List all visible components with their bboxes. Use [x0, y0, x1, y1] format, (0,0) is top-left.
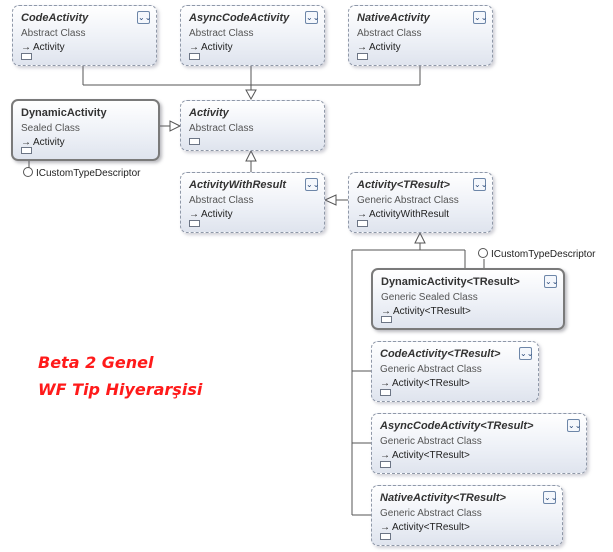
arrow-icon: →	[381, 306, 391, 317]
class-base: →Activity<TResult>	[380, 450, 470, 461]
class-base: →Activity<TResult>	[380, 378, 470, 389]
class-name: NativeActivity	[357, 12, 430, 24]
arrow-icon: →	[189, 42, 199, 53]
annotation-line-1: Beta 2 Genel	[38, 353, 154, 372]
class-native-activity[interactable]: NativeActivity Abstract Class →Activity …	[348, 5, 493, 66]
class-base: →Activity	[21, 137, 65, 148]
class-name: DynamicActivity	[21, 107, 107, 119]
collapse-icon	[21, 53, 32, 60]
class-name: DynamicActivity<TResult>	[381, 276, 520, 288]
class-name: Activity<TResult>	[357, 179, 450, 191]
interface-icon	[478, 248, 488, 258]
chevron-down-icon[interactable]: ⌄⌄	[305, 11, 320, 24]
annotation-line-2: WF Tip Hiyerarşisi	[38, 380, 203, 399]
collapse-icon	[189, 138, 200, 145]
class-stereotype: Generic Abstract Class	[380, 364, 482, 375]
class-base: →Activity	[189, 209, 233, 220]
inherit-arrow-generic	[414, 231, 426, 244]
chevron-down-icon[interactable]: ⌄⌄	[544, 275, 559, 288]
class-base: →Activity	[189, 42, 233, 53]
class-stereotype: Abstract Class	[357, 28, 422, 39]
class-stereotype: Sealed Class	[21, 123, 80, 134]
collapse-icon	[380, 461, 391, 468]
class-name: CodeActivity<TResult>	[380, 348, 501, 360]
class-name: ActivityWithResult	[189, 179, 287, 191]
class-name: NativeActivity<TResult>	[380, 492, 506, 504]
collapse-icon	[189, 220, 200, 227]
class-stereotype: Abstract Class	[21, 28, 86, 39]
chevron-down-icon[interactable]: ⌄⌄	[137, 11, 152, 24]
class-code-activity-tresult[interactable]: CodeActivity<TResult> Generic Abstract C…	[371, 341, 539, 402]
chevron-down-icon[interactable]: ⌄⌄	[473, 11, 488, 24]
arrow-icon: →	[357, 209, 367, 220]
class-activity[interactable]: Activity Abstract Class	[180, 100, 325, 151]
class-async-code-activity[interactable]: AsyncCodeActivity Abstract Class →Activi…	[180, 5, 325, 66]
inherit-arrow-dynamic	[169, 120, 182, 132]
class-stereotype: Generic Abstract Class	[380, 508, 482, 519]
interface-icon	[23, 167, 33, 177]
class-base: →Activity<TResult>	[381, 306, 471, 317]
arrow-icon: →	[21, 137, 31, 148]
chevron-down-icon[interactable]: ⌄⌄	[305, 178, 320, 191]
class-stereotype: Generic Sealed Class	[381, 292, 478, 303]
inherit-arrow-tresult	[323, 194, 337, 206]
collapse-icon	[21, 147, 32, 154]
class-name: Activity	[189, 107, 229, 119]
class-stereotype: Generic Abstract Class	[357, 195, 459, 206]
inherit-arrow-with-result	[245, 149, 257, 162]
collapse-icon	[381, 316, 392, 323]
collapse-icon	[189, 53, 200, 60]
class-activity-with-result[interactable]: ActivityWithResult Abstract Class →Activ…	[180, 172, 325, 233]
chevron-down-icon[interactable]: ⌄⌄	[519, 347, 534, 360]
chevron-down-icon[interactable]: ⌄⌄	[543, 491, 558, 504]
collapse-icon	[380, 533, 391, 540]
collapse-icon	[357, 220, 368, 227]
class-async-code-activity-tresult[interactable]: AsyncCodeActivity<TResult> Generic Abstr…	[371, 413, 587, 474]
class-stereotype: Abstract Class	[189, 28, 254, 39]
arrow-icon: →	[357, 42, 367, 53]
interface-lollipop: ICustomTypeDescriptor	[478, 248, 595, 260]
class-name: AsyncCodeActivity<TResult>	[380, 420, 534, 432]
class-dynamic-activity-tresult[interactable]: DynamicActivity<TResult> Generic Sealed …	[371, 268, 565, 330]
arrow-icon: →	[380, 450, 390, 461]
chevron-down-icon[interactable]: ⌄⌄	[567, 419, 582, 432]
collapse-icon	[380, 389, 391, 396]
interface-name: ICustomTypeDescriptor	[36, 168, 141, 179]
class-activity-tresult[interactable]: Activity<TResult> Generic Abstract Class…	[348, 172, 493, 233]
inherit-arrow-top	[245, 89, 257, 101]
class-base: →ActivityWithResult	[357, 209, 450, 220]
arrow-icon: →	[380, 522, 390, 533]
class-stereotype: Abstract Class	[189, 195, 254, 206]
class-native-activity-tresult[interactable]: NativeActivity<TResult> Generic Abstract…	[371, 485, 563, 546]
collapse-icon	[357, 53, 368, 60]
class-dynamic-activity[interactable]: DynamicActivity Sealed Class →Activity	[11, 99, 160, 161]
arrow-icon: →	[21, 42, 31, 53]
interface-lollipop: ICustomTypeDescriptor	[23, 167, 140, 179]
class-name: CodeActivity	[21, 12, 89, 24]
class-base: →Activity	[357, 42, 401, 53]
arrow-icon: →	[380, 378, 390, 389]
class-stereotype: Abstract Class	[189, 123, 254, 134]
interface-name: ICustomTypeDescriptor	[491, 249, 596, 260]
class-code-activity[interactable]: CodeActivity Abstract Class →Activity ⌄⌄	[12, 5, 157, 66]
class-base: →Activity<TResult>	[380, 522, 470, 533]
arrow-icon: →	[189, 209, 199, 220]
class-name: AsyncCodeActivity	[189, 12, 290, 24]
chevron-down-icon[interactable]: ⌄⌄	[473, 178, 488, 191]
class-stereotype: Generic Abstract Class	[380, 436, 482, 447]
class-base: →Activity	[21, 42, 65, 53]
